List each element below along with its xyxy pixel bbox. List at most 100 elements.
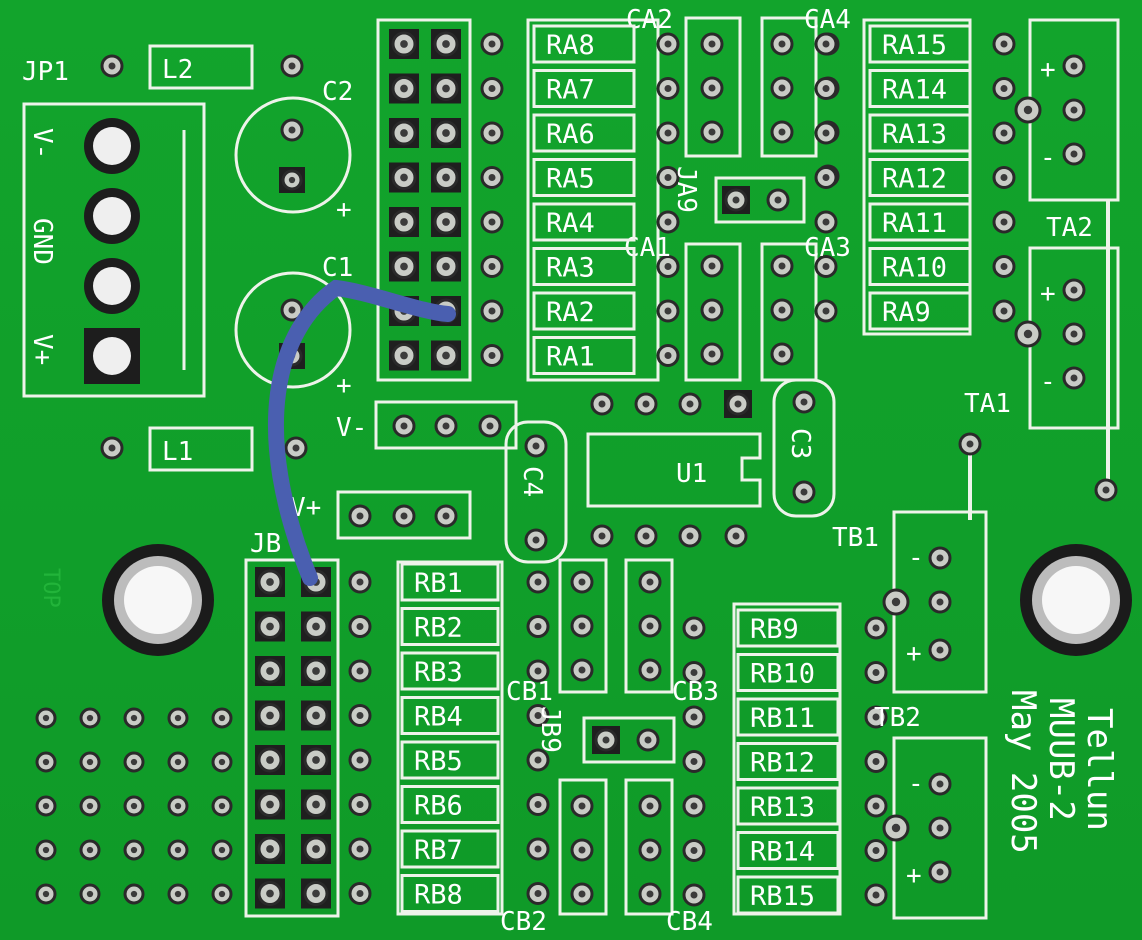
pad-hole: [442, 351, 450, 360]
pad-hole: [1000, 307, 1008, 315]
resistor-label: RA1: [546, 342, 595, 373]
pad-hole: [872, 758, 880, 765]
pad-hole: [42, 890, 50, 898]
label-c4: C4: [517, 466, 547, 497]
resistor-label: RA12: [882, 164, 947, 195]
pad-hole: [442, 173, 450, 182]
pad-hole: [578, 622, 586, 630]
resistor-outline: [532, 202, 636, 242]
pad-hole: [686, 532, 694, 540]
pad-hole: [872, 669, 880, 676]
pad-hole: [442, 422, 450, 430]
pad-hole: [822, 263, 830, 270]
pad-hole: [218, 802, 226, 810]
pad-hole: [690, 802, 698, 810]
pad-hole: [598, 400, 606, 408]
pad-hole: [872, 847, 880, 854]
resistor-outline: [868, 69, 972, 108]
pad-hole: [356, 578, 364, 586]
resistor-outline: [400, 696, 500, 735]
pad-hole: [708, 40, 716, 48]
pad-hole: [488, 352, 496, 359]
tb1-minus: -: [908, 543, 924, 573]
pad-hole: [218, 890, 226, 898]
tb2-plus: +: [906, 861, 922, 891]
resistor-outline: [736, 742, 840, 781]
pad-hole: [686, 400, 694, 408]
pad-hole: [312, 667, 320, 675]
pad-hole: [174, 758, 182, 766]
pad-hole: [108, 444, 116, 452]
pad-hole: [664, 218, 672, 226]
pad-hole: [292, 444, 300, 452]
resistor-label: RA4: [546, 208, 595, 239]
ta2-plus: +: [1040, 55, 1056, 85]
pad-hole: [578, 846, 586, 854]
pad-hole: [400, 173, 408, 182]
resistor-label: RB2: [414, 613, 463, 644]
ta1-minus: -: [1040, 367, 1056, 397]
label-c2: C2: [322, 77, 353, 107]
label-top-mark: TOP: [38, 568, 63, 608]
silkscreen-labels: JP1 L2 C2 C1 L1 V- V+ JB CA2 CA4 CA1 CA3…: [22, 5, 1119, 937]
pad-hole: [400, 262, 408, 271]
pad-hole: [734, 400, 742, 408]
resistor-label: RA14: [882, 75, 947, 106]
resistor-outline: [868, 202, 972, 242]
pad-hole: [690, 624, 698, 632]
pad-hole: [486, 422, 494, 430]
pad-hole: [356, 890, 364, 897]
pad-hole: [690, 891, 698, 899]
resistor-label: RA13: [882, 119, 947, 150]
pad-hole: [108, 62, 116, 70]
pad-hole: [130, 758, 138, 766]
resistor-outline: [400, 785, 500, 824]
pad-hole: [400, 422, 408, 430]
pad-hole: [872, 802, 880, 810]
pad-hole: [891, 597, 901, 607]
pad-hole: [532, 536, 540, 544]
pad-hole: [86, 890, 94, 898]
label-cb3: CB3: [672, 677, 719, 707]
pad-hole: [288, 306, 296, 314]
pad-hole: [664, 129, 672, 137]
pad-hole: [822, 218, 830, 226]
pad-hole: [822, 85, 830, 92]
pad-hole: [1070, 374, 1078, 382]
pad-hole: [86, 802, 94, 810]
resistor-label: RB12: [750, 748, 815, 779]
resistor-outline: [736, 697, 840, 737]
pad-hole: [936, 598, 944, 606]
resistor-outline: [532, 24, 636, 64]
pad-hole: [642, 400, 650, 408]
label-l2: L2: [162, 55, 193, 85]
pad-hole: [400, 351, 408, 360]
pad-hole: [778, 306, 786, 314]
resistor-label: RB6: [414, 791, 463, 822]
label-v-minus-side: V-: [27, 128, 57, 159]
pad-hole: [1070, 106, 1078, 114]
resistor-label: RA5: [546, 164, 595, 195]
resistor-label: RA2: [546, 297, 595, 328]
pad-hole: [86, 846, 94, 854]
resistor-outline: [532, 158, 636, 197]
pad-hole: [690, 669, 698, 676]
resistor-label: RA11: [882, 208, 947, 239]
label-ca4: CA4: [804, 5, 851, 35]
pad-hole: [1070, 150, 1078, 158]
pad-hole: [266, 622, 274, 631]
label-v-minus: V-: [336, 413, 367, 443]
pad-hole: [288, 62, 296, 70]
pad-hole: [1000, 40, 1008, 48]
pad-hole: [356, 512, 364, 520]
pad-hole: [400, 512, 408, 520]
pad-hole: [174, 846, 182, 854]
label-jb: JB: [250, 529, 281, 559]
pad-hole: [534, 667, 542, 675]
label-v-plus-side: V+: [27, 334, 57, 365]
pad-hole: [1000, 263, 1008, 270]
resistor-label: RB11: [750, 703, 815, 734]
pad-hole: [664, 263, 672, 270]
pad-hole: [288, 126, 296, 134]
resistor-labels: RA8RA7RA6RA5RA4RA3RA2RA1RA15RA14RA13RA12…: [400, 24, 972, 915]
